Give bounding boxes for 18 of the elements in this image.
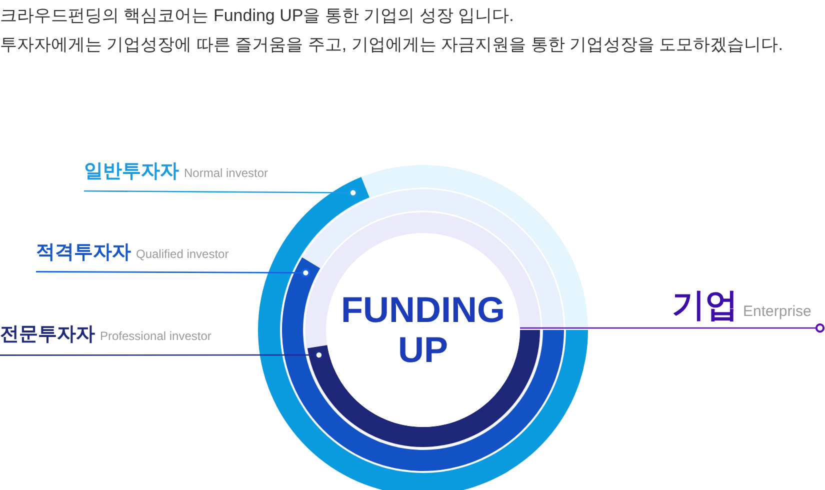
center-title: FUNDING UP	[340, 290, 506, 370]
ring-arc	[258, 177, 588, 490]
group-sublabel: Qualified investor	[136, 246, 229, 261]
intro-text: 크라우드펀딩의 핵심코어는 Funding UP을 통한 기업의 성장 입니다.	[0, 5, 514, 27]
leader-line	[0, 350, 324, 360]
leader-line	[84, 188, 358, 198]
group-sublabel: Normal investor	[184, 166, 268, 180]
group-label: 기업	[672, 286, 738, 323]
ring-arc	[282, 257, 564, 471]
group-sublabel: Enterprise	[743, 303, 812, 320]
leader-line	[520, 323, 825, 333]
group-label: 일반투자자	[84, 161, 179, 182]
ring-arc	[307, 330, 540, 447]
group-label: 전문투자자	[0, 324, 95, 346]
intro-text: 투자자에게는 기업성장에 따른 즐거움을 주고, 기업에게는 자금지원을 통한 기업성장을 도모하겠습니다.	[0, 34, 783, 56]
group-sublabel: Professional investor	[100, 329, 212, 344]
leader-line	[36, 268, 310, 278]
group-label: 적격투자자	[36, 242, 131, 263]
